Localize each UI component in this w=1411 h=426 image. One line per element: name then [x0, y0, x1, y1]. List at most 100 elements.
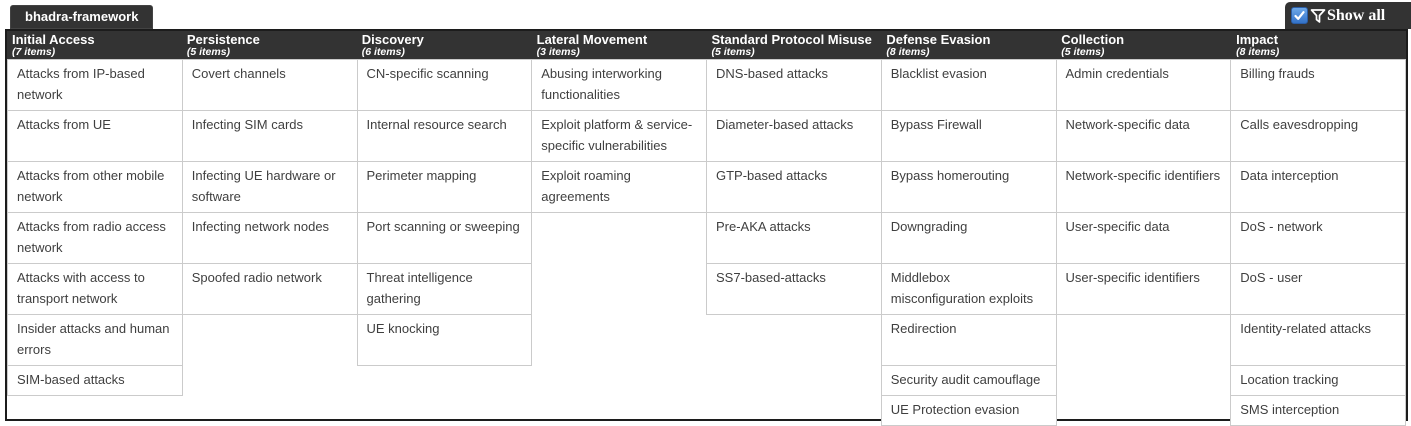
tactic-name: Collection — [1061, 32, 1125, 47]
technique-cell[interactable]: Spoofed radio network — [181, 263, 358, 315]
empty-cell — [8, 396, 183, 426]
tactic-header-row: Initial Access(7 items)Persistence(5 ite… — [7, 31, 1406, 59]
matrix-row: Insider attacks and human errors UE knock… — [7, 314, 1406, 366]
technique-cell[interactable]: Exploit roaming agreements — [531, 161, 707, 213]
technique-cell[interactable]: Security audit camouflage — [880, 365, 1057, 396]
show-all-checkbox[interactable] — [1291, 7, 1308, 24]
empty-cell — [532, 264, 707, 315]
technique-cell[interactable]: Attacks from other mobile network — [7, 161, 183, 213]
technique-cell[interactable]: DoS - network — [1230, 212, 1406, 264]
empty-cell — [1056, 396, 1231, 426]
empty-cell — [532, 315, 707, 366]
technique-cell[interactable]: Network-specific data — [1055, 110, 1232, 162]
technique-cell[interactable]: Attacks from radio access network — [7, 212, 183, 264]
empty-cell — [707, 396, 882, 426]
tactic-item-count: (5 items) — [186, 46, 231, 58]
empty-cell — [707, 315, 882, 366]
tactic-name: Impact — [1236, 32, 1279, 47]
empty-cell — [532, 213, 707, 264]
empty-cell — [182, 366, 357, 396]
tactic-item-count: (3 items) — [536, 46, 580, 58]
technique-cell[interactable]: Attacks from IP-based network — [7, 59, 183, 111]
empty-cell — [357, 396, 532, 426]
technique-cell[interactable]: Covert channels — [181, 59, 358, 111]
technique-cell[interactable]: Middlebox misconfiguration exploits — [880, 263, 1057, 315]
framework-tab[interactable]: bhadra-framework — [10, 5, 154, 29]
technique-cell[interactable]: User-specific identifiers — [1055, 263, 1232, 315]
tactic-header: Initial Access(7 items) — [7, 31, 182, 59]
technique-cell[interactable]: Threat intelligence gathering — [356, 263, 533, 315]
show-all-label[interactable]: Show all — [1327, 6, 1386, 24]
tactic-name: Discovery — [361, 32, 424, 47]
technique-cell[interactable]: Infecting UE hardware or software — [181, 161, 358, 213]
empty-cell — [182, 396, 357, 426]
technique-cell[interactable]: DNS-based attacks — [706, 59, 882, 111]
technique-cell[interactable]: Blacklist evasion — [880, 59, 1057, 111]
tactic-item-count: (5 items) — [1061, 46, 1105, 58]
technique-cell[interactable]: GTP-based attacks — [706, 161, 882, 213]
technique-cell[interactable]: Downgrading — [880, 212, 1057, 264]
tactic-item-count: (5 items) — [711, 46, 755, 58]
tactic-header: Impact(8 items) — [1231, 31, 1406, 59]
technique-cell[interactable]: Location tracking — [1230, 365, 1406, 396]
technique-cell[interactable]: Attacks with access to transport network — [7, 263, 183, 315]
technique-cell[interactable]: Identity-related attacks — [1230, 314, 1406, 366]
technique-cell[interactable]: Calls eavesdropping — [1230, 110, 1406, 162]
tactic-header: Standard Protocol Misuse(5 items) — [707, 31, 882, 59]
tactic-header: Defense Evasion(8 items) — [881, 31, 1056, 59]
technique-cell[interactable]: User-specific data — [1055, 212, 1232, 264]
technique-cell[interactable]: Admin credentials — [1055, 59, 1232, 111]
toolbar-tab: Show all — [1285, 2, 1411, 29]
technique-cell[interactable]: UE knocking — [356, 314, 533, 366]
checkmark-icon — [1294, 11, 1305, 20]
technique-cell[interactable]: Billing frauds — [1230, 59, 1406, 111]
technique-cell[interactable]: Bypass Firewall — [880, 110, 1057, 162]
technique-cell[interactable]: Pre-AKA attacks — [706, 212, 882, 264]
tactic-name: Persistence — [186, 32, 260, 47]
tactic-header: Lateral Movement(3 items) — [532, 31, 707, 59]
empty-cell — [1056, 366, 1231, 396]
technique-cell[interactable]: Insider attacks and human errors — [7, 314, 183, 366]
technique-cell[interactable]: Exploit platform & service-specific vuln… — [531, 110, 707, 162]
tactic-name: Lateral Movement — [536, 32, 648, 47]
technique-cell[interactable]: CN-specific scanning — [356, 59, 533, 111]
tactic-name: Initial Access — [12, 32, 95, 47]
empty-cell — [532, 396, 707, 426]
tactic-header: Discovery(6 items) — [357, 31, 532, 59]
empty-cell — [357, 366, 532, 396]
tactic-item-count: (8 items) — [1236, 46, 1280, 58]
technique-cell[interactable]: Attacks from UE — [7, 110, 183, 162]
tactic-header: Persistence(5 items) — [182, 31, 357, 59]
empty-cell — [1056, 315, 1231, 366]
technique-cell[interactable]: SMS interception — [1230, 395, 1406, 426]
technique-cell[interactable]: Diameter-based attacks — [706, 110, 882, 162]
tactic-item-count: (8 items) — [886, 46, 930, 58]
technique-cell[interactable]: Redirection — [880, 314, 1057, 366]
technique-cell[interactable]: Perimeter mapping — [356, 161, 533, 213]
technique-cell[interactable]: DoS - user — [1230, 263, 1406, 315]
technique-cell[interactable]: SS7-based-attacks — [706, 263, 882, 315]
technique-cell[interactable]: SIM-based attacks — [7, 365, 183, 396]
technique-cell[interactable]: Data interception — [1230, 161, 1406, 213]
filter-funnel-icon[interactable] — [1310, 8, 1326, 24]
tactic-header: Collection(5 items) — [1056, 31, 1231, 59]
tactic-name: Defense Evasion — [886, 32, 991, 47]
technique-cell[interactable]: Infecting network nodes — [181, 212, 358, 264]
technique-cell[interactable]: Bypass homerouting — [880, 161, 1057, 213]
tactic-item-count: (7 items) — [12, 46, 56, 58]
technique-cell[interactable]: Internal resource search — [356, 110, 533, 162]
technique-cell[interactable]: Abusing interworking functionalities — [531, 59, 707, 111]
empty-cell — [182, 315, 357, 366]
technique-cell[interactable]: UE Protection evasion — [880, 395, 1057, 426]
technique-cell[interactable]: Port scanning or sweeping — [356, 212, 533, 264]
matrix-container: Initial Access(7 items)Persistence(5 ite… — [5, 29, 1408, 426]
tactic-item-count: (6 items) — [361, 46, 405, 58]
tactic-name: Standard Protocol Misuse — [711, 32, 872, 47]
empty-cell — [532, 366, 707, 396]
technique-cell[interactable]: Infecting SIM cards — [181, 110, 358, 162]
technique-cell[interactable]: Network-specific identifiers — [1055, 161, 1232, 213]
